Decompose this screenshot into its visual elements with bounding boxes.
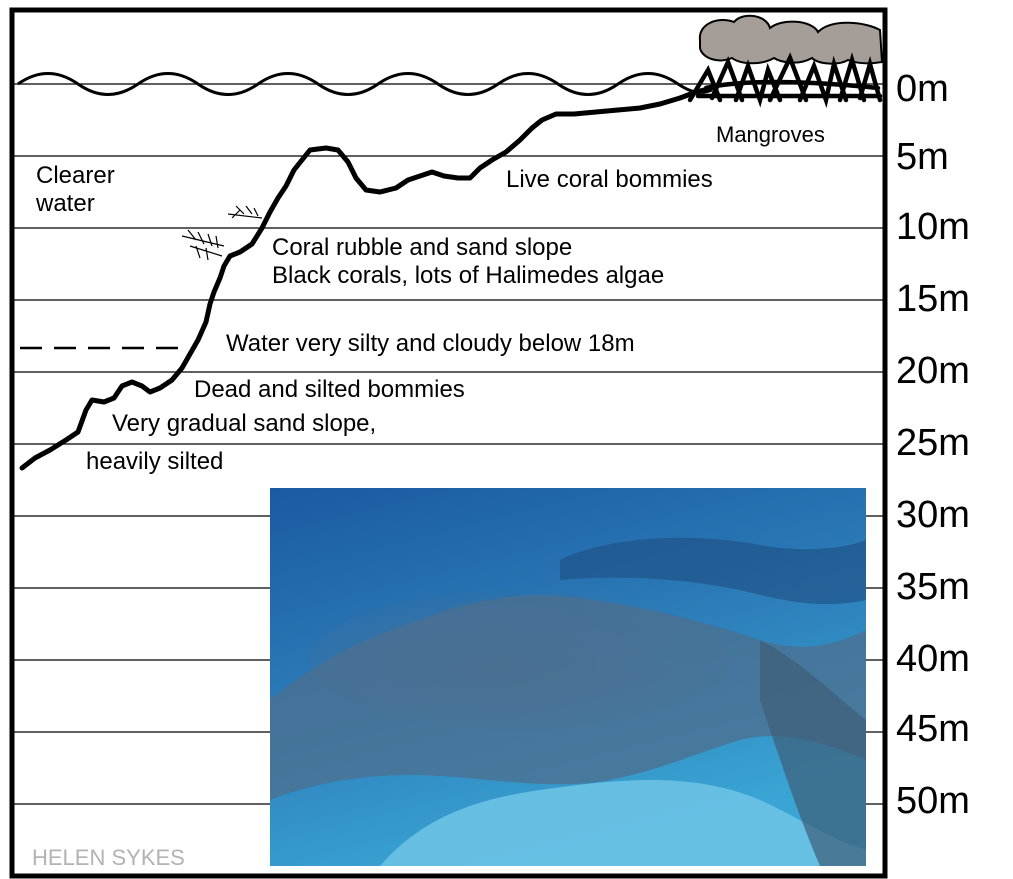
black-coral-sketch-icon — [181, 205, 263, 261]
depth-label: 35m — [896, 566, 970, 608]
mangroves-icon — [687, 14, 884, 109]
clearer-water-line-1: Clearer — [36, 162, 115, 189]
live-coral-label: Live coral bommies — [506, 166, 713, 193]
silty-water-label: Water very silty and cloudy below 18m — [226, 330, 635, 357]
underwater-reef-photo — [270, 488, 866, 866]
reef-profile-line — [19, 85, 715, 471]
coral-rubble-label: Coral rubble and sand slope Black corals… — [272, 234, 664, 289]
depth-label: 50m — [896, 780, 970, 822]
gradual-slope-label-line-1: Very gradual sand slope, — [112, 410, 377, 437]
depth-label: 15m — [896, 278, 970, 320]
depth-label: 25m — [896, 422, 970, 464]
coral-rubble-line-1: Coral rubble and sand slope — [272, 234, 573, 261]
clearer-water-line-2: water — [36, 189, 95, 217]
dead-bommies-label: Dead and silted bommies — [194, 376, 465, 403]
clearer-water-label: Clearer water — [36, 162, 115, 217]
depth-label: 45m — [896, 708, 970, 750]
depth-label: 40m — [896, 638, 970, 680]
photo-credit: HELEN SYKES — [32, 845, 185, 870]
mangroves-label: Mangroves — [716, 122, 825, 147]
sea-surface-wave — [17, 72, 713, 96]
depth-label: 20m — [896, 350, 970, 392]
depth-label: 30m — [896, 494, 970, 536]
coral-rubble-line-2: Black corals, lots of Halimedes algae — [272, 261, 665, 289]
depth-label: 5m — [896, 136, 949, 178]
depth-label: 0m — [896, 68, 949, 110]
diagram-frame — [9, 7, 888, 879]
depth-label: 10m — [896, 206, 970, 248]
gradual-slope-label-line-2: heavily silted — [86, 448, 224, 475]
